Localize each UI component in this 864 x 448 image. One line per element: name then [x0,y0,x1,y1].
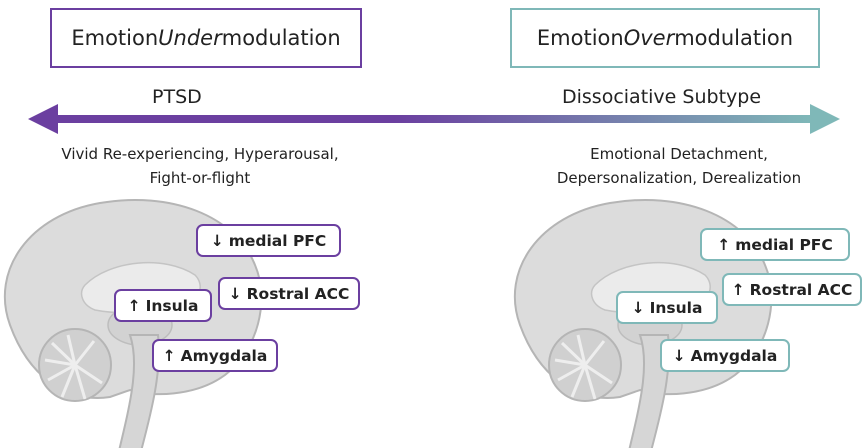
spectrum-arrow [28,104,840,134]
ptsd-description-line-1: Vivid Re-experiencing, Hyperarousal, [10,142,390,166]
right-insula-label: Insula [650,299,703,317]
dissociative-description-line-2: Depersonalization, Derealization [504,166,854,190]
right-medial-pfc-box: ↑ medial PFC [700,228,850,261]
arrow-up-icon: ↑ [128,297,141,315]
left-insula-label: Insula [146,297,199,315]
left-amygdala-box: ↑ Amygdala [152,339,278,372]
overmodulation-title-prefix: Emotion [537,26,624,50]
left-rostral-acc-box: ↓ Rostral ACC [218,277,360,310]
left-amygdala-label: Amygdala [181,347,268,365]
right-medial-pfc-label: medial PFC [735,236,833,254]
right-amygdala-box: ↓ Amygdala [660,339,790,372]
dissociative-description: Emotional Detachment, Depersonalization,… [504,142,854,190]
dissociative-subtype-label: Dissociative Subtype [562,86,761,108]
undermodulation-title-box: Emotion Under modulation [50,8,362,68]
arrow-down-icon: ↓ [632,299,645,317]
right-rostral-acc-label: Rostral ACC [750,281,853,299]
overmodulation-title-suffix: modulation [674,26,793,50]
undermodulation-title-emphasis: Under [158,26,222,50]
ptsd-description: Vivid Re-experiencing, Hyperarousal, Fig… [10,142,390,190]
arrow-down-icon: ↓ [211,232,224,250]
right-insula-box: ↓ Insula [616,291,718,324]
ptsd-description-line-2: Fight-or-flight [10,166,390,190]
left-medial-pfc-label: medial PFC [229,232,327,250]
arrow-down-icon: ↓ [229,285,242,303]
undermodulation-title-suffix: modulation [222,26,341,50]
dissociative-description-line-1: Emotional Detachment, [504,142,854,166]
undermodulation-title-prefix: Emotion [71,26,158,50]
left-rostral-acc-label: Rostral ACC [247,285,350,303]
overmodulation-title-box: Emotion Over modulation [510,8,820,68]
arrow-down-icon: ↓ [673,347,686,365]
arrow-up-icon: ↑ [163,347,176,365]
left-medial-pfc-box: ↓ medial PFC [196,224,341,257]
overmodulation-title-emphasis: Over [624,26,675,50]
ptsd-label: PTSD [152,86,202,108]
right-amygdala-label: Amygdala [691,347,778,365]
arrow-up-icon: ↑ [732,281,745,299]
right-rostral-acc-box: ↑ Rostral ACC [722,273,862,306]
arrow-up-icon: ↑ [717,236,730,254]
left-insula-box: ↑ Insula [114,289,212,322]
